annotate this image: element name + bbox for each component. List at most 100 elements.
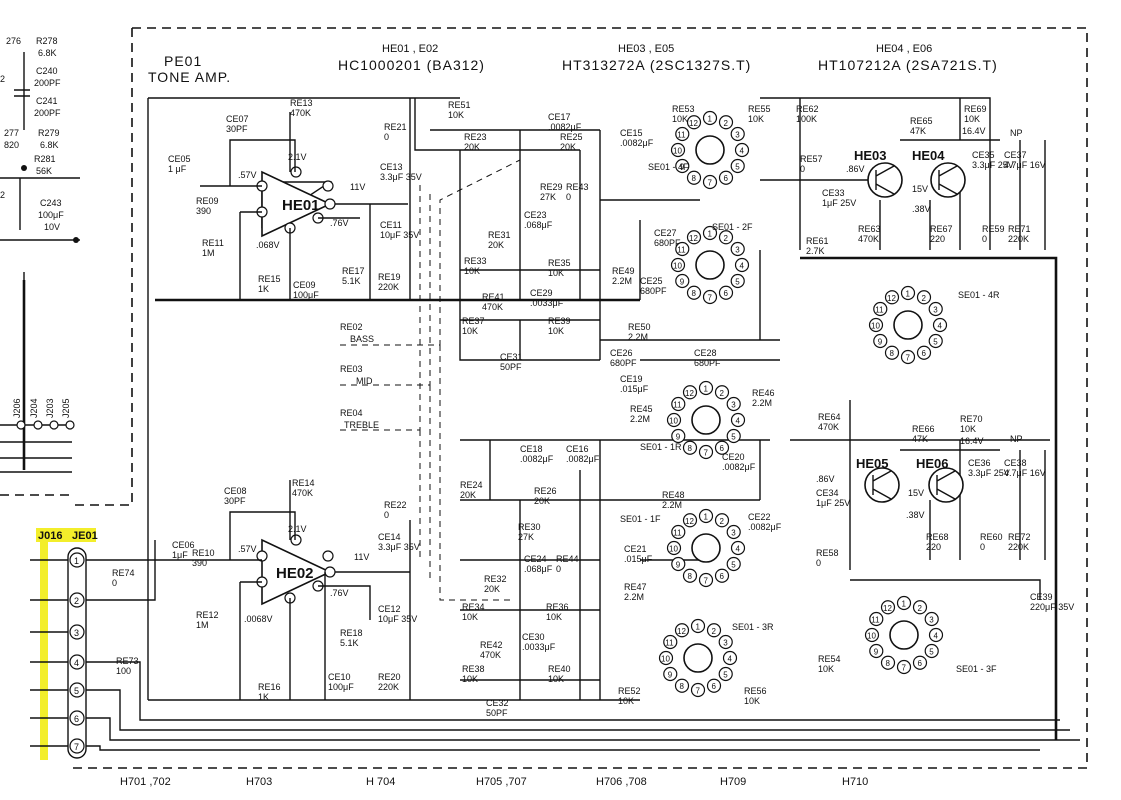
control-re04: RE04 <box>340 408 363 418</box>
component-ref: CE32 <box>486 698 509 708</box>
switch-position-label: 7 <box>902 664 907 673</box>
switch-position-label: 12 <box>685 517 694 526</box>
component-value: 3.3μF 25V <box>972 160 1014 170</box>
component-value: 10K <box>618 696 634 706</box>
switch-position-label: 10 <box>673 262 682 271</box>
component-value: 3.3μF 25V <box>968 468 1010 478</box>
switch-se4f-label: SE01 - 4F <box>648 162 689 172</box>
control-re03: RE03 <box>340 364 363 374</box>
component-ref: CE10 <box>328 672 351 682</box>
svg-text:.57V: .57V <box>238 544 257 554</box>
component-ref: RE60 <box>980 532 1003 542</box>
component-ref: RE54 <box>818 654 841 664</box>
component-value: 10μF 35V <box>380 230 419 240</box>
svg-text:R281: R281 <box>34 154 56 164</box>
component-ref: RE24 <box>460 480 483 490</box>
control-bass: BASS <box>350 334 374 344</box>
switch-position-label: 9 <box>878 338 883 347</box>
component-ref: CE27 <box>654 228 677 238</box>
switch-position-label: 4 <box>934 632 939 641</box>
component-value: .0082μF <box>748 522 782 532</box>
component-ref: CE13 <box>380 162 403 172</box>
svg-text:11V: 11V <box>350 182 365 192</box>
switch-position-label: 12 <box>685 389 694 398</box>
component-ref: RE30 <box>518 522 541 532</box>
component-ref: CE35 <box>972 150 995 160</box>
chassis-label: H703 <box>246 776 272 788</box>
component-value: 10K <box>462 674 478 684</box>
component-ref: RE21 <box>384 122 407 132</box>
component-ref: RE69 <box>964 104 987 114</box>
switch-position-label: 11 <box>673 401 682 410</box>
svg-text:6.8K: 6.8K <box>38 48 57 58</box>
component-ref: RE72 <box>1008 532 1031 542</box>
je01-pin-label: 4 <box>74 658 79 668</box>
component-ref: RE57 <box>800 154 823 164</box>
component-ref: RE62 <box>796 104 819 114</box>
component-value: 10K <box>448 110 464 120</box>
component-value: 2.2M <box>662 500 682 510</box>
svg-text:2: 2 <box>0 74 5 84</box>
component-ref: CE21 <box>624 544 647 554</box>
component-ref: RE32 <box>484 574 507 584</box>
svg-text:R279: R279 <box>38 128 60 138</box>
switch-position-label: 7 <box>906 354 911 363</box>
component-ref: RE14 <box>292 478 315 488</box>
svg-text:200PF: 200PF <box>34 78 61 88</box>
component-ref: RE52 <box>618 686 641 696</box>
component-ref: RE40 <box>548 664 571 674</box>
switch-position-label: 7 <box>704 449 709 458</box>
component-value: 0 <box>982 234 987 244</box>
component-ref: RE53 <box>672 104 695 114</box>
component-value: 20K <box>460 490 476 500</box>
je01-pin-label: 3 <box>74 628 79 638</box>
je01-pin <box>69 710 85 726</box>
switch-position-label: 5 <box>929 648 934 657</box>
component-value: 2.2M <box>624 592 644 602</box>
component-value: 220K <box>1008 234 1029 244</box>
component-value: 3.3μF 35V <box>378 542 420 552</box>
component-value: 390 <box>196 206 211 216</box>
switch-position-label: 11 <box>875 306 884 315</box>
svg-text:16.4V: 16.4V <box>960 436 984 446</box>
component-value: 27K <box>518 532 534 542</box>
switch-position-label: 12 <box>689 234 698 243</box>
component-ref: CE06 <box>172 540 195 550</box>
switch-se4r-label: SE01 - 4R <box>958 290 1000 300</box>
svg-text:J204: J204 <box>29 398 39 418</box>
component-ref: RE66 <box>912 424 935 434</box>
switch-position-label: 3 <box>735 246 740 255</box>
component-value: 10K <box>960 424 976 434</box>
switch-position-label: 8 <box>692 174 697 183</box>
amp-he01: HE01 .57V 2.1V 11V .76V .068V <box>147 97 640 700</box>
switch-se1r-label: SE01 - 1R <box>640 442 682 452</box>
component-value: 20K <box>464 142 480 152</box>
transistor-stage-lower: HE05 HE06 .86V 15V .38V 16.4V NP <box>790 400 1050 600</box>
component-ref: RE33 <box>464 256 487 266</box>
switch-position-label: 9 <box>680 163 685 172</box>
component-ref: RE65 <box>910 116 933 126</box>
ic-label: HE01 , E02 <box>382 43 438 55</box>
component-ref: RE15 <box>258 274 281 284</box>
switch-position-label: 1 <box>704 513 709 522</box>
component-value: 5.1K <box>342 276 361 286</box>
switch-position-label: 1 <box>902 600 907 609</box>
component-ref: RE10 <box>192 548 215 558</box>
component-value: 30PF <box>226 124 248 134</box>
switch-position-label: 5 <box>723 671 728 680</box>
component-ref: RE31 <box>488 230 511 240</box>
component-ref: RE68 <box>926 532 949 542</box>
component-ref: RE43 <box>566 182 589 192</box>
switch-position-label: 5 <box>735 163 740 172</box>
component-ref: RE67 <box>930 224 953 234</box>
switch-se2f-label: SE01 - 2F <box>712 222 753 232</box>
switch-position-label: 8 <box>890 349 895 358</box>
board-name: TONE AMP. <box>148 69 231 85</box>
component-ref: RE56 <box>744 686 767 696</box>
component-value: 100μF <box>328 682 354 692</box>
component-ref: CE17 <box>548 112 571 122</box>
